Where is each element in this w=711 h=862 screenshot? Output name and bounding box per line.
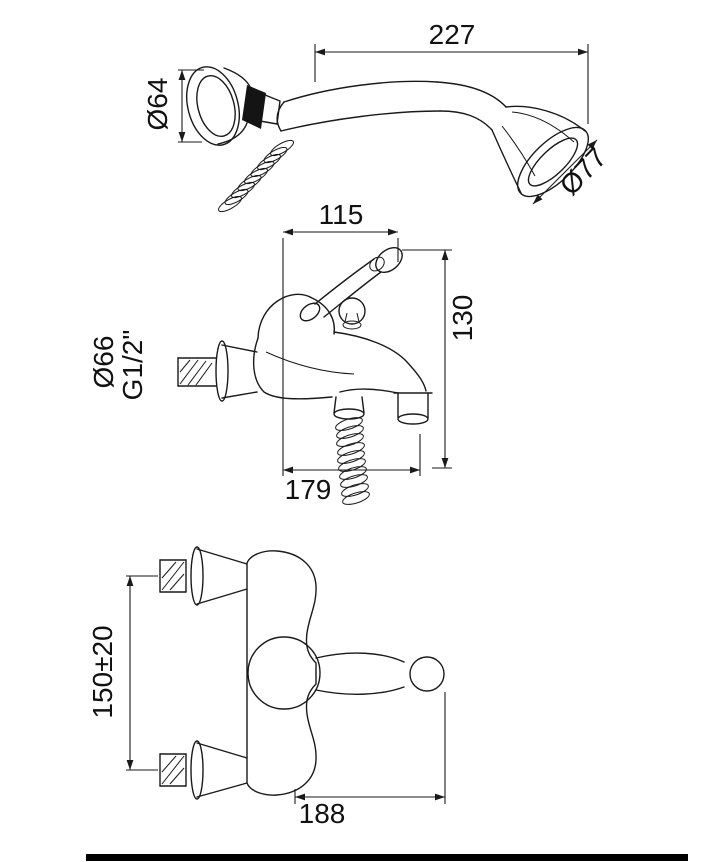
hand-shower-view: 227 Ø64 Ø77 [142,19,613,213]
flange-diameter-label: Ø66 [88,336,119,389]
side-depth-label: 179 [285,474,332,505]
shower-hose-coil [218,139,294,213]
wall-mount-bottom [159,740,248,800]
dim-side-top-width: 115 [282,199,399,476]
mixer-body-front [246,550,321,796]
dim-mount-spacing: 150±20 [87,575,158,771]
mount-spacing-label: 150±20 [87,625,118,718]
mixer-hose-coil [333,396,370,505]
dim-holder-diameter: Ø64 [142,69,204,143]
hand-shower-length-label: 227 [429,19,476,50]
dim-side-height: 130 [402,249,478,469]
head-diameter-label: Ø77 [554,142,613,202]
dim-side-depth: 179 [283,434,421,505]
front-width-label: 188 [299,798,346,829]
footer-rule [86,854,688,861]
lever-handle-front [315,652,445,695]
dim-head-diameter: Ø77 [532,139,613,205]
dim-front-width: 188 [294,692,446,829]
lever-handle-side [299,246,403,322]
diverter-knob [338,297,366,330]
dim-hand-shower-length: 227 [314,19,589,124]
cartridge-circle [247,636,321,710]
front-view: 150±20 188 [87,546,446,829]
shower-holder [186,66,281,146]
side-height-label: 130 [447,295,478,342]
thread-size-label: G1/2" [117,330,148,401]
holder-diameter-label: Ø64 [142,78,173,131]
wall-mount-top [159,546,248,606]
side-top-width-label: 115 [319,199,364,230]
side-view: 115 130 179 Ø66 G1/2" [88,199,478,505]
holder-band [242,85,266,129]
mixer-body-side [252,293,355,400]
wall-connection-side [177,340,258,402]
shower-handle [276,80,507,132]
spout-side [333,331,433,425]
